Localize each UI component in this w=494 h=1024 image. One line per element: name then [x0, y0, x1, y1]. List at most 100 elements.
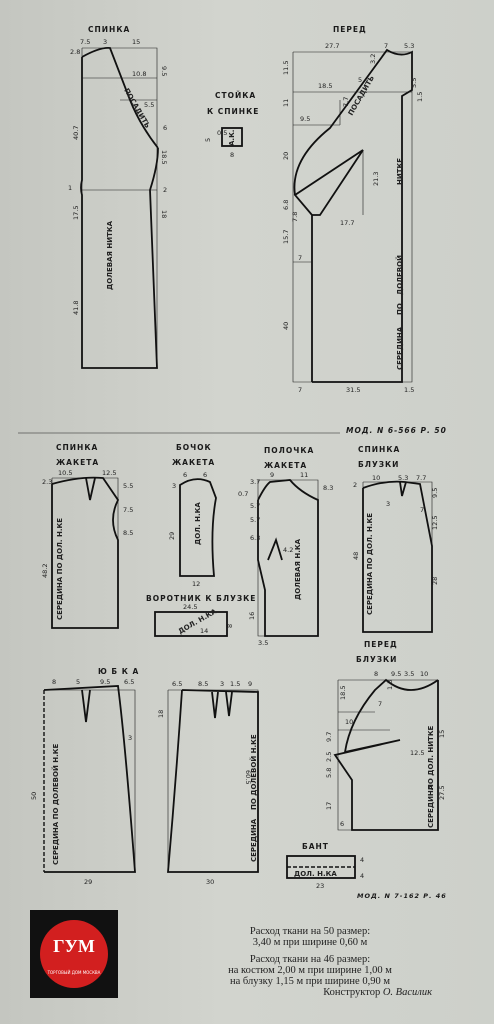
grain-label: ПО ДОЛЕВОЙ Н.КЕ [249, 734, 258, 810]
dim: 4.2 [283, 546, 293, 554]
dim: 14 [200, 627, 208, 635]
dim: 11 [300, 471, 308, 479]
jacket-front-pattern: ПОЛОЧКА ЖАКЕТА 9 11 0.7 3.7 5.7 5.7 8.3 … [238, 446, 333, 647]
designer-signature: Конструктор О. Василик [170, 987, 450, 998]
dim: 9.5 [431, 488, 439, 498]
grain-label: ДОЛ. Н.КА [294, 870, 337, 878]
gum-logo: ГУМ ТОРГОВЫЙ ДОМ МОСКВА [30, 910, 118, 998]
dim: 9 [248, 680, 252, 688]
fabric-consumption-note: Расход ткани на 50 размер: 3,40 м при ши… [170, 926, 450, 998]
logo-ring-text: ТОРГОВЫЙ ДОМ МОСКВА [47, 970, 101, 975]
back-title: СПИНКА [88, 25, 130, 34]
dim: 15 [132, 38, 140, 46]
grain-label: ДОЛЕВАЯ Н.КА [294, 538, 302, 600]
dim: 8.3 [323, 484, 333, 492]
dim: 10 [372, 474, 380, 482]
dim: 5 [358, 76, 362, 84]
dim: 7.5 [123, 506, 133, 514]
dim: 8 [226, 624, 234, 628]
footer-line: на костюм 2,00 м при ширине 1,00 м [228, 965, 392, 976]
dim: 48 [352, 552, 360, 560]
back-pattern: СПИНКА 7.5 3 15 2.8 10.8 5.5 9.5 40.7 18… [68, 25, 168, 369]
dim: 31.5 [346, 386, 360, 394]
dim: 30 [206, 878, 214, 886]
dim: 0.7 [238, 490, 248, 498]
front-pattern: ПЕРЕД 27.7 7 5.3 11.5 18.5 5 3.2 5.5 1.5… [282, 25, 424, 394]
dim: 24.5 [183, 603, 197, 611]
dim: 27.7 [325, 42, 339, 50]
dim: 12 [192, 580, 200, 588]
blouse-collar-pattern: ВОРОТНИК К БЛУЗКЕ 24.5 14 8 ДОЛ. Н.КА [146, 594, 256, 637]
grain-label: ДОЛЕВОЙ [395, 255, 404, 295]
dim: 60.5 [244, 770, 252, 784]
dim: 7 [298, 386, 302, 394]
dim: 5.5 [410, 78, 418, 88]
dim: 3 [128, 734, 132, 742]
dim: 6 [340, 820, 344, 828]
bow-title: БАНТ [302, 842, 329, 851]
dim: 9.5 [300, 115, 310, 123]
dim: 3.7 [250, 478, 260, 486]
dim: 10 [420, 670, 428, 678]
grain-label: СЕРЕДИНА [427, 784, 435, 828]
blouse-front-pattern: ПЕРЕД БЛУЗКИ 8 9.5 3.5 10 18.5 7 1.3 10 … [325, 640, 446, 831]
footer-line: Расход ткани на 50 размер: [249, 926, 371, 937]
dim: 2 [353, 481, 357, 489]
blouse-front-title: БЛУЗКИ [356, 655, 397, 664]
dim: 50 [30, 792, 38, 800]
dim: 3 [172, 482, 176, 490]
front-title: ПЕРЕД [333, 25, 367, 34]
model-number: МОД. N 7-162 Р. 46 [357, 892, 447, 900]
grain-label: ПО [396, 303, 404, 315]
grain-label: СЕРЕДИНА ПО ДОЛЕВОЙ Н.КЕ [51, 744, 60, 865]
dim: 16 [248, 612, 256, 620]
dim: 1.3 [386, 680, 394, 690]
dim: 18.5 [318, 82, 332, 90]
grain-label: НИТКЕ [396, 158, 404, 185]
footer-line: Расход ткани на 46 размер: [249, 954, 371, 965]
dim: 2 [163, 186, 167, 194]
dim: 7.8 [291, 212, 299, 222]
dim: 0.5 [217, 129, 227, 137]
footer-line: на блузку 1,15 м при ширине 0,90 м [230, 976, 390, 987]
blouse-back-pattern: СПИНКА БЛУЗКИ 10 5.3 7.7 2 9.5 7 12.5 48… [352, 445, 439, 633]
dim: 4 [360, 872, 364, 880]
dim: 5.7 [250, 516, 260, 524]
dim: 9.5 [391, 670, 401, 678]
grain-label: СЕРЕДИНА ПО ДОЛ. Н.КЕ [366, 513, 374, 615]
jacket-back-title: СПИНКА [56, 443, 98, 452]
grain-label: ДОЛЕВАЯ НИТКА [106, 220, 114, 290]
dim: 7 [378, 700, 382, 708]
dim: 8 [374, 670, 378, 678]
grain-label: А.К. [228, 130, 236, 146]
dim: 5 [76, 678, 80, 686]
dim: 11.5 [282, 61, 290, 75]
dim: 3.2 [369, 54, 377, 64]
model-number: МОД. N 6-566 Р. 50 [346, 426, 447, 435]
dim: 18 [157, 710, 165, 718]
dim: 10.5 [58, 469, 72, 477]
dim: 5.5 [144, 101, 154, 109]
dim: 7.5 [80, 38, 90, 46]
jacket-back-pattern: СПИНКА ЖАКЕТА 10.5 12.5 2.3 5.5 7.5 8.5 … [41, 443, 133, 629]
skirt-title: Ю Б К А [98, 667, 139, 676]
collar-title: ВОРОТНИК К БЛУЗКЕ [146, 594, 256, 603]
dim: 8.5 [198, 680, 208, 688]
dim: 12.5 [410, 749, 424, 757]
dim: 5.3 [404, 42, 414, 50]
skirt-pattern: Ю Б К А 8 5 9.5 6.5 50 29 3 СЕРЕДИНА ПО … [30, 667, 139, 886]
dim: 1.5 [230, 680, 240, 688]
logo-mark: ГУМ [53, 936, 95, 956]
dim: 18.5 [339, 686, 347, 700]
dim: 1.5 [416, 92, 424, 102]
dim: 18.5 [160, 150, 168, 164]
dim: 6 [203, 471, 207, 479]
dim: 3 [103, 38, 107, 46]
dim: 48.2 [41, 564, 49, 578]
dim: 15 [438, 730, 446, 738]
dim: 9.7 [325, 732, 333, 742]
dim: 8 [52, 678, 56, 686]
dim: 27.5 [438, 786, 446, 800]
grain-label: СЕРЕДИНА [396, 326, 404, 370]
